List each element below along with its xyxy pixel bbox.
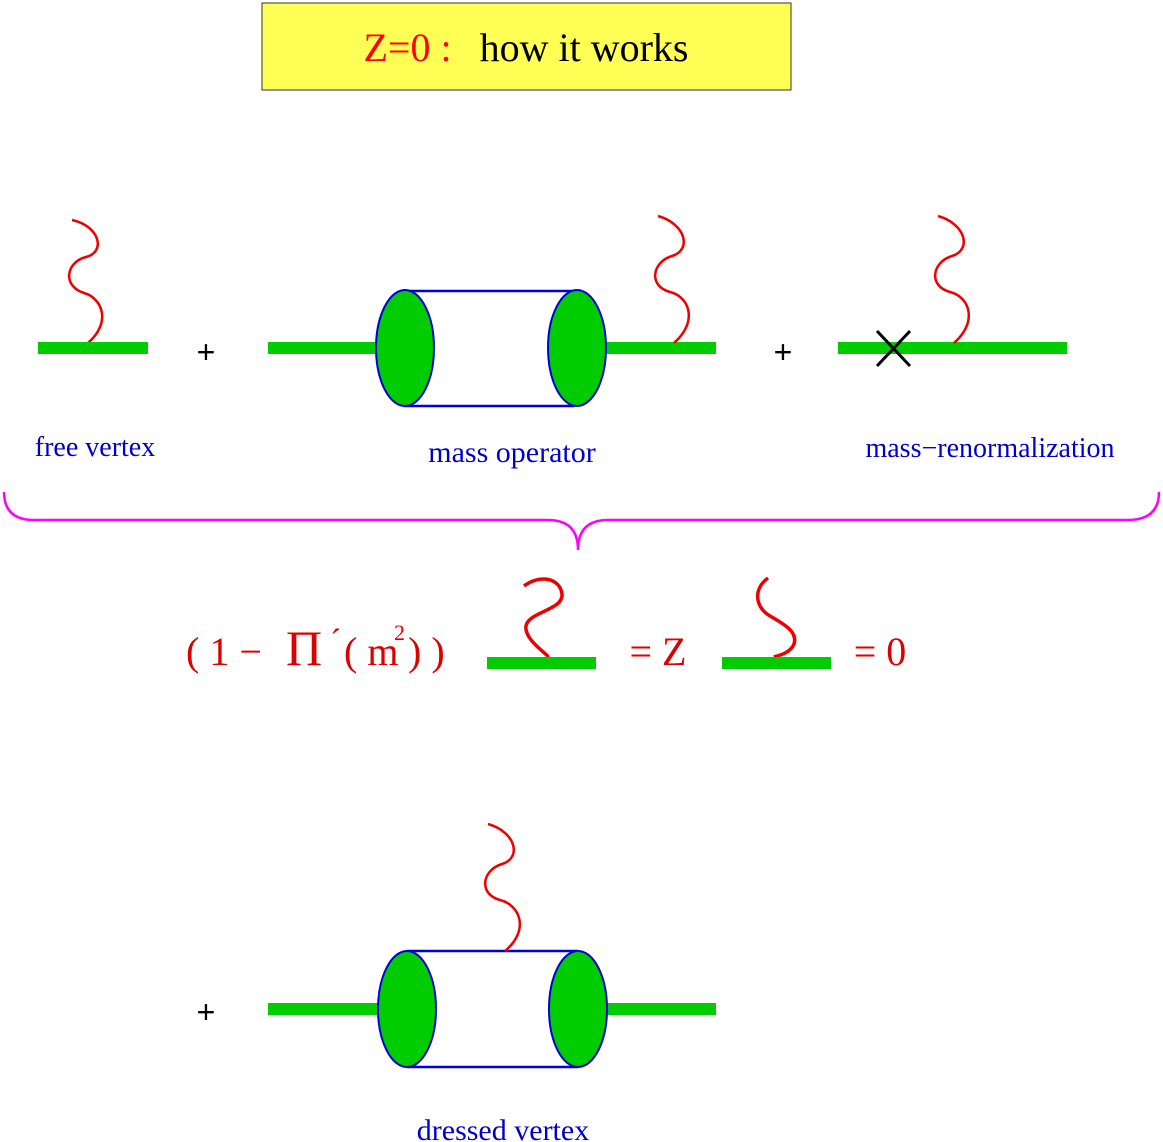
fermion-line-in	[268, 342, 380, 354]
cross-icon	[875, 329, 912, 368]
photon-line	[483, 822, 522, 952]
equation-lhs: ( 1 − Π´( m2) )	[186, 620, 445, 676]
fermion-line-out	[602, 342, 716, 354]
vertex-blob-left	[375, 289, 435, 407]
equation-open: ( 1 −	[186, 629, 262, 674]
vertex-blob-right	[548, 950, 608, 1068]
curly-brace	[2, 491, 1161, 551]
mass-renormalization-diagram	[838, 214, 1067, 368]
vertex-blob-right	[547, 289, 607, 407]
fermion-line-out	[602, 1003, 716, 1015]
equation-superscript: 2	[394, 620, 405, 645]
title-rest: how it works	[480, 25, 689, 70]
plus-sign-1: +	[197, 334, 216, 370]
photon-line	[933, 214, 971, 344]
plus-sign-3: +	[197, 994, 216, 1030]
equation-arg-close: ) )	[408, 629, 445, 674]
page-title: Z=0 : how it works	[364, 25, 689, 70]
dressed-vertex-diagram	[268, 822, 716, 1069]
caption-free-vertex: free vertex	[35, 432, 155, 463]
fermion-line-in	[268, 1003, 382, 1015]
vertex-symbol-z	[722, 576, 831, 669]
fermion-line	[38, 342, 148, 354]
photon-line	[67, 218, 104, 344]
fermion-line	[487, 657, 596, 669]
caption-mass-operator: mass operator	[428, 436, 595, 469]
title-highlight: Z=0 :	[364, 25, 452, 70]
title-background	[261, 2, 792, 91]
fermion-line	[838, 342, 1067, 354]
caption-mass-renormalization: mass−renormalization	[865, 433, 1114, 464]
fermion-line	[722, 657, 831, 669]
bare-vertex-symbol	[487, 577, 596, 669]
mass-operator-diagram	[268, 214, 716, 408]
equation-arg-open: ( m	[344, 629, 398, 674]
caption-dressed-vertex: dressed vertex	[417, 1114, 589, 1142]
vertex-blob-left	[377, 950, 437, 1068]
equation-equals-zero: = 0	[854, 629, 907, 674]
photon-line	[756, 576, 797, 659]
title-box: Z=0 : how it works	[261, 2, 792, 91]
photon-line	[653, 214, 691, 344]
plus-sign-2: +	[774, 334, 793, 370]
photon-line	[522, 577, 564, 658]
free-vertex-diagram	[38, 218, 148, 354]
equation-equals-z: = Z	[630, 629, 687, 674]
equation: ( 1 − Π´( m2) ) = Z = 0	[186, 576, 907, 676]
equation-pi: Π	[286, 620, 322, 676]
equation-prime: ´	[330, 623, 341, 660]
